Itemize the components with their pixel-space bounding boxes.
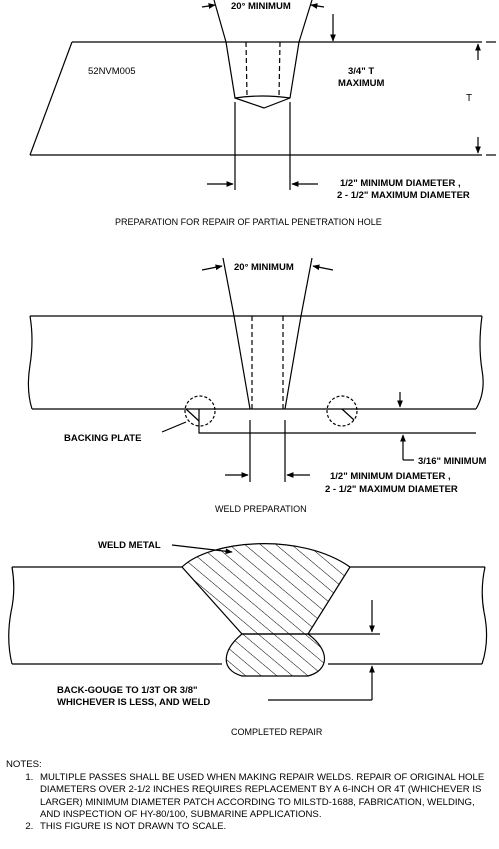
weld-metal-label: WELD METAL (98, 540, 161, 551)
backing-plate (198, 409, 476, 434)
depth-label-2: MAXIMUM (338, 78, 385, 89)
tack-weld-right (326, 395, 358, 427)
angle-label: 20° MINIMUM (231, 1, 291, 12)
hole-outline (225, 41, 300, 109)
angle2-arrow-left (201, 264, 223, 271)
figure-completed-repair (8, 543, 488, 701)
notes-list: MULTIPLE PASSES SHALL BE USED WHEN MAKIN… (6, 772, 496, 833)
angle-extension-left (213, 0, 227, 43)
figure-weld-preparation (27, 257, 484, 482)
figure3-caption: COMPLETED REPAIR (231, 727, 323, 737)
plate3-right-break (481, 566, 488, 665)
backgouge-label-1: BACK-GOUGE TO 1/3T OR 3/8" (57, 685, 198, 696)
plate2-left-break (27, 315, 33, 410)
hole-bottom-curve (234, 95, 291, 99)
tack-weld-left (184, 395, 216, 427)
groove-right (284, 315, 302, 410)
gap-label: 3/16" MINIMUM (418, 456, 486, 467)
hole-centerline-left (245, 41, 248, 97)
drawing-code: 52NVM005 (88, 66, 136, 77)
notes-section: NOTES: MULTIPLE PASSES SHALL BE USED WHE… (6, 759, 496, 833)
plate2-right-break (475, 315, 484, 410)
angle2-arrow-right (312, 264, 334, 271)
diameter-label-1: 1/2" MINIMUM DIAMETER , (340, 178, 461, 189)
dia2-label-1: 1/2" MINIMUM DIAMETER , (330, 471, 451, 482)
angle2-ext-right (300, 257, 313, 317)
figure2-caption: WELD PREPARATION (215, 504, 307, 514)
thickness-label: T (466, 93, 472, 104)
note-item: THIS FIGURE IS NOT DRAWN TO SCALE. (36, 821, 496, 833)
angle-arrow-left (201, 3, 216, 9)
backing-leader (161, 421, 187, 433)
diameter-label-2: 2 - 1/2" MAXIMUM DIAMETER (337, 190, 470, 201)
depth-label-1: 3/4" T (348, 66, 374, 77)
backgouge-label-2: WHICHEVER IS LESS, AND WELD (57, 697, 210, 708)
note-item: MULTIPLE PASSES SHALL BE USED WHEN MAKIN… (36, 772, 496, 821)
weld-metal-leader (171, 544, 233, 555)
angle2-label: 20° MINIMUM (234, 262, 294, 273)
backing-plate-label: BACKING PLATE (64, 433, 141, 444)
angle2-ext-left (222, 257, 235, 317)
weld-metal-back (225, 633, 325, 677)
plate3-left-break (8, 566, 15, 665)
groove-left (233, 315, 251, 410)
figure1-caption: PREPARATION FOR REPAIR OF PARTIAL PENETR… (115, 217, 382, 227)
notes-header: NOTES: (6, 759, 42, 770)
plate-left-break (29, 41, 73, 156)
angle-extension-right (298, 0, 313, 43)
weld-metal-top (181, 543, 351, 635)
angle-arrow-right (310, 3, 325, 9)
dia2-label-2: 2 - 1/2" MAXIMUM DIAMETER (325, 484, 458, 495)
tack-fillets (185, 408, 355, 422)
hole-centerline-right (278, 41, 281, 97)
figure-partial-penetration-hole (29, 0, 496, 190)
